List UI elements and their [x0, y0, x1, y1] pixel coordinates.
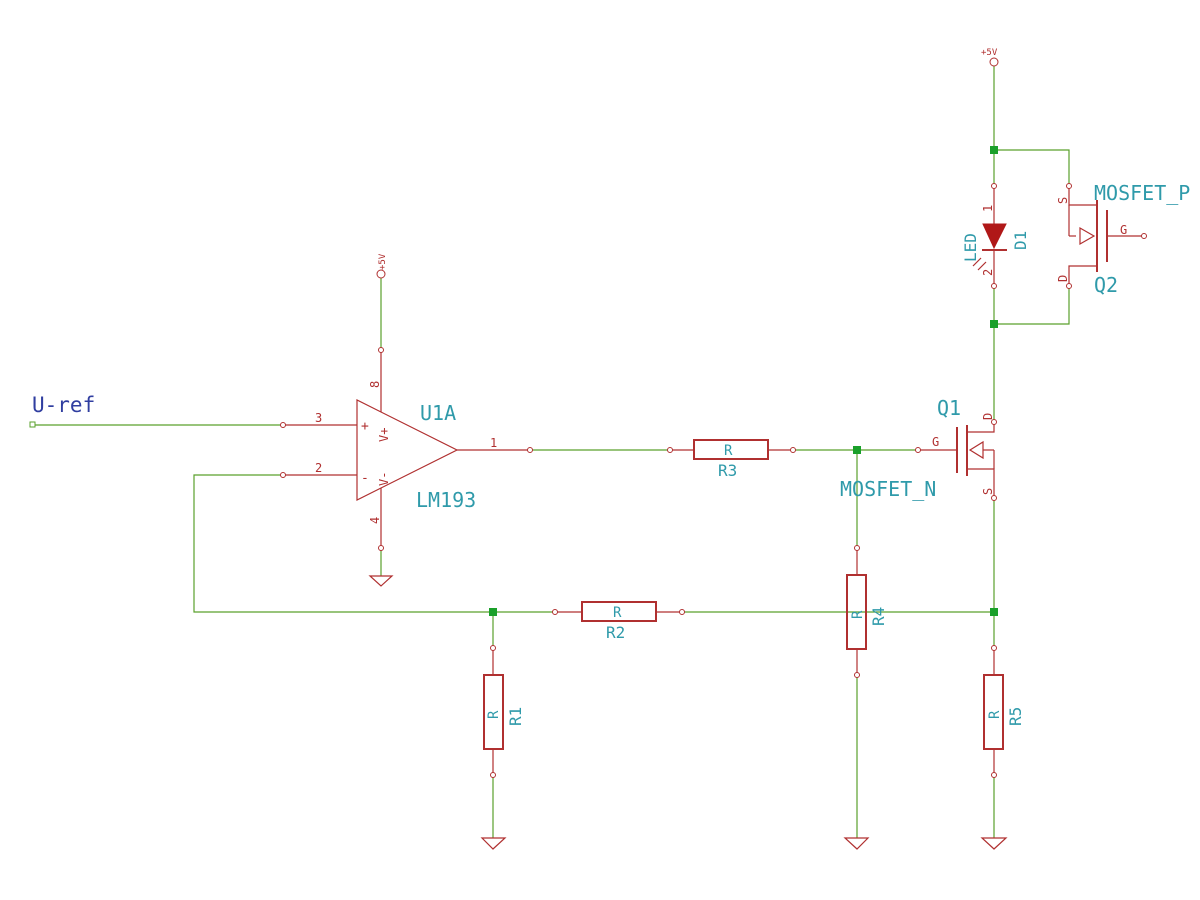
pin-label: D: [981, 413, 995, 420]
resistor-r2[interactable]: R R2: [552, 601, 685, 642]
net-label-text: U-ref: [32, 393, 95, 417]
power-label: +5V: [981, 48, 998, 58]
led-body: [982, 223, 1007, 250]
ground-icon: [980, 837, 1008, 850]
pin-label: G: [1120, 223, 1127, 237]
resistor-value: R: [486, 710, 502, 719]
resistor-value: R: [613, 605, 622, 621]
ground-icon: [480, 837, 507, 850]
led-ref: D1: [1011, 231, 1030, 250]
ground-icon: [368, 575, 394, 587]
pin-number: 1: [490, 436, 497, 450]
opamp-plus-symbol: +: [361, 419, 369, 434]
junction: [489, 608, 497, 616]
mosfet-ref: Q1: [937, 396, 961, 420]
led-d1[interactable]: 1 2 LED D1: [961, 183, 1030, 289]
resistor-r4[interactable]: R R4: [846, 545, 888, 678]
opamp-triangle: [356, 399, 459, 501]
pin-label: S: [981, 488, 995, 495]
resistor-r5[interactable]: R R5: [983, 645, 1025, 778]
junction: [990, 320, 998, 328]
wire-q2-drain: [994, 286, 1070, 325]
wires: [35, 66, 1070, 838]
junctions: [489, 146, 998, 616]
resistor-value: R: [850, 610, 866, 619]
junction: [990, 608, 998, 616]
resistor-value: R: [724, 443, 733, 459]
junction: [853, 446, 861, 454]
mosfet-value: MOSFET_N: [840, 477, 936, 501]
power-port-top: +5V: [981, 48, 999, 67]
pin-number: 2: [981, 269, 995, 276]
pin-number: 8: [368, 381, 382, 388]
pin-number: 2: [315, 461, 322, 475]
wire-q2-source: [994, 149, 1070, 186]
resistor-ref: R1: [506, 707, 525, 726]
pin-label: G: [932, 435, 939, 449]
resistor-ref: R5: [1006, 707, 1025, 726]
junction: [990, 146, 998, 154]
resistor-ref: R4: [869, 607, 888, 626]
pin-number: 1: [981, 205, 995, 212]
led-value: LED: [961, 233, 980, 262]
resistor-r1[interactable]: R R1: [483, 645, 525, 778]
resistor-ref: R3: [718, 461, 737, 480]
ground-icon: [843, 837, 870, 850]
opamp-u1a[interactable]: 3 2 1 8 4 + - V+ V- U1A LM193: [280, 347, 533, 551]
power-port-opamp: +5V: [376, 253, 388, 279]
opamp-vplus-symbol: V+: [377, 428, 391, 442]
pin-label: D: [1056, 275, 1070, 282]
opamp-value: LM193: [416, 488, 476, 512]
wire-feedback: [193, 474, 493, 613]
opamp-ref: U1A: [420, 401, 456, 425]
resistor-ref: R2: [606, 623, 625, 642]
power-label: +5V: [378, 253, 388, 270]
resistor-r3[interactable]: R R3: [667, 439, 796, 480]
opamp-vminus-symbol: V-: [377, 472, 391, 486]
mosfet-q1[interactable]: G D S Q1 MOSFET_N: [840, 396, 997, 501]
net-label-uref[interactable]: U-ref: [29, 393, 95, 428]
pin-number: 4: [368, 517, 382, 524]
mosfet-value: MOSFET_P: [1094, 181, 1190, 205]
opamp-minus-symbol: -: [361, 471, 369, 486]
pin-number: 3: [315, 411, 322, 425]
resistor-value: R: [987, 710, 1003, 719]
mosfet-ref: Q2: [1094, 273, 1118, 297]
pin-label: S: [1056, 197, 1070, 204]
mosfet-q2[interactable]: S D G MOSFET_P Q2: [1056, 181, 1190, 297]
